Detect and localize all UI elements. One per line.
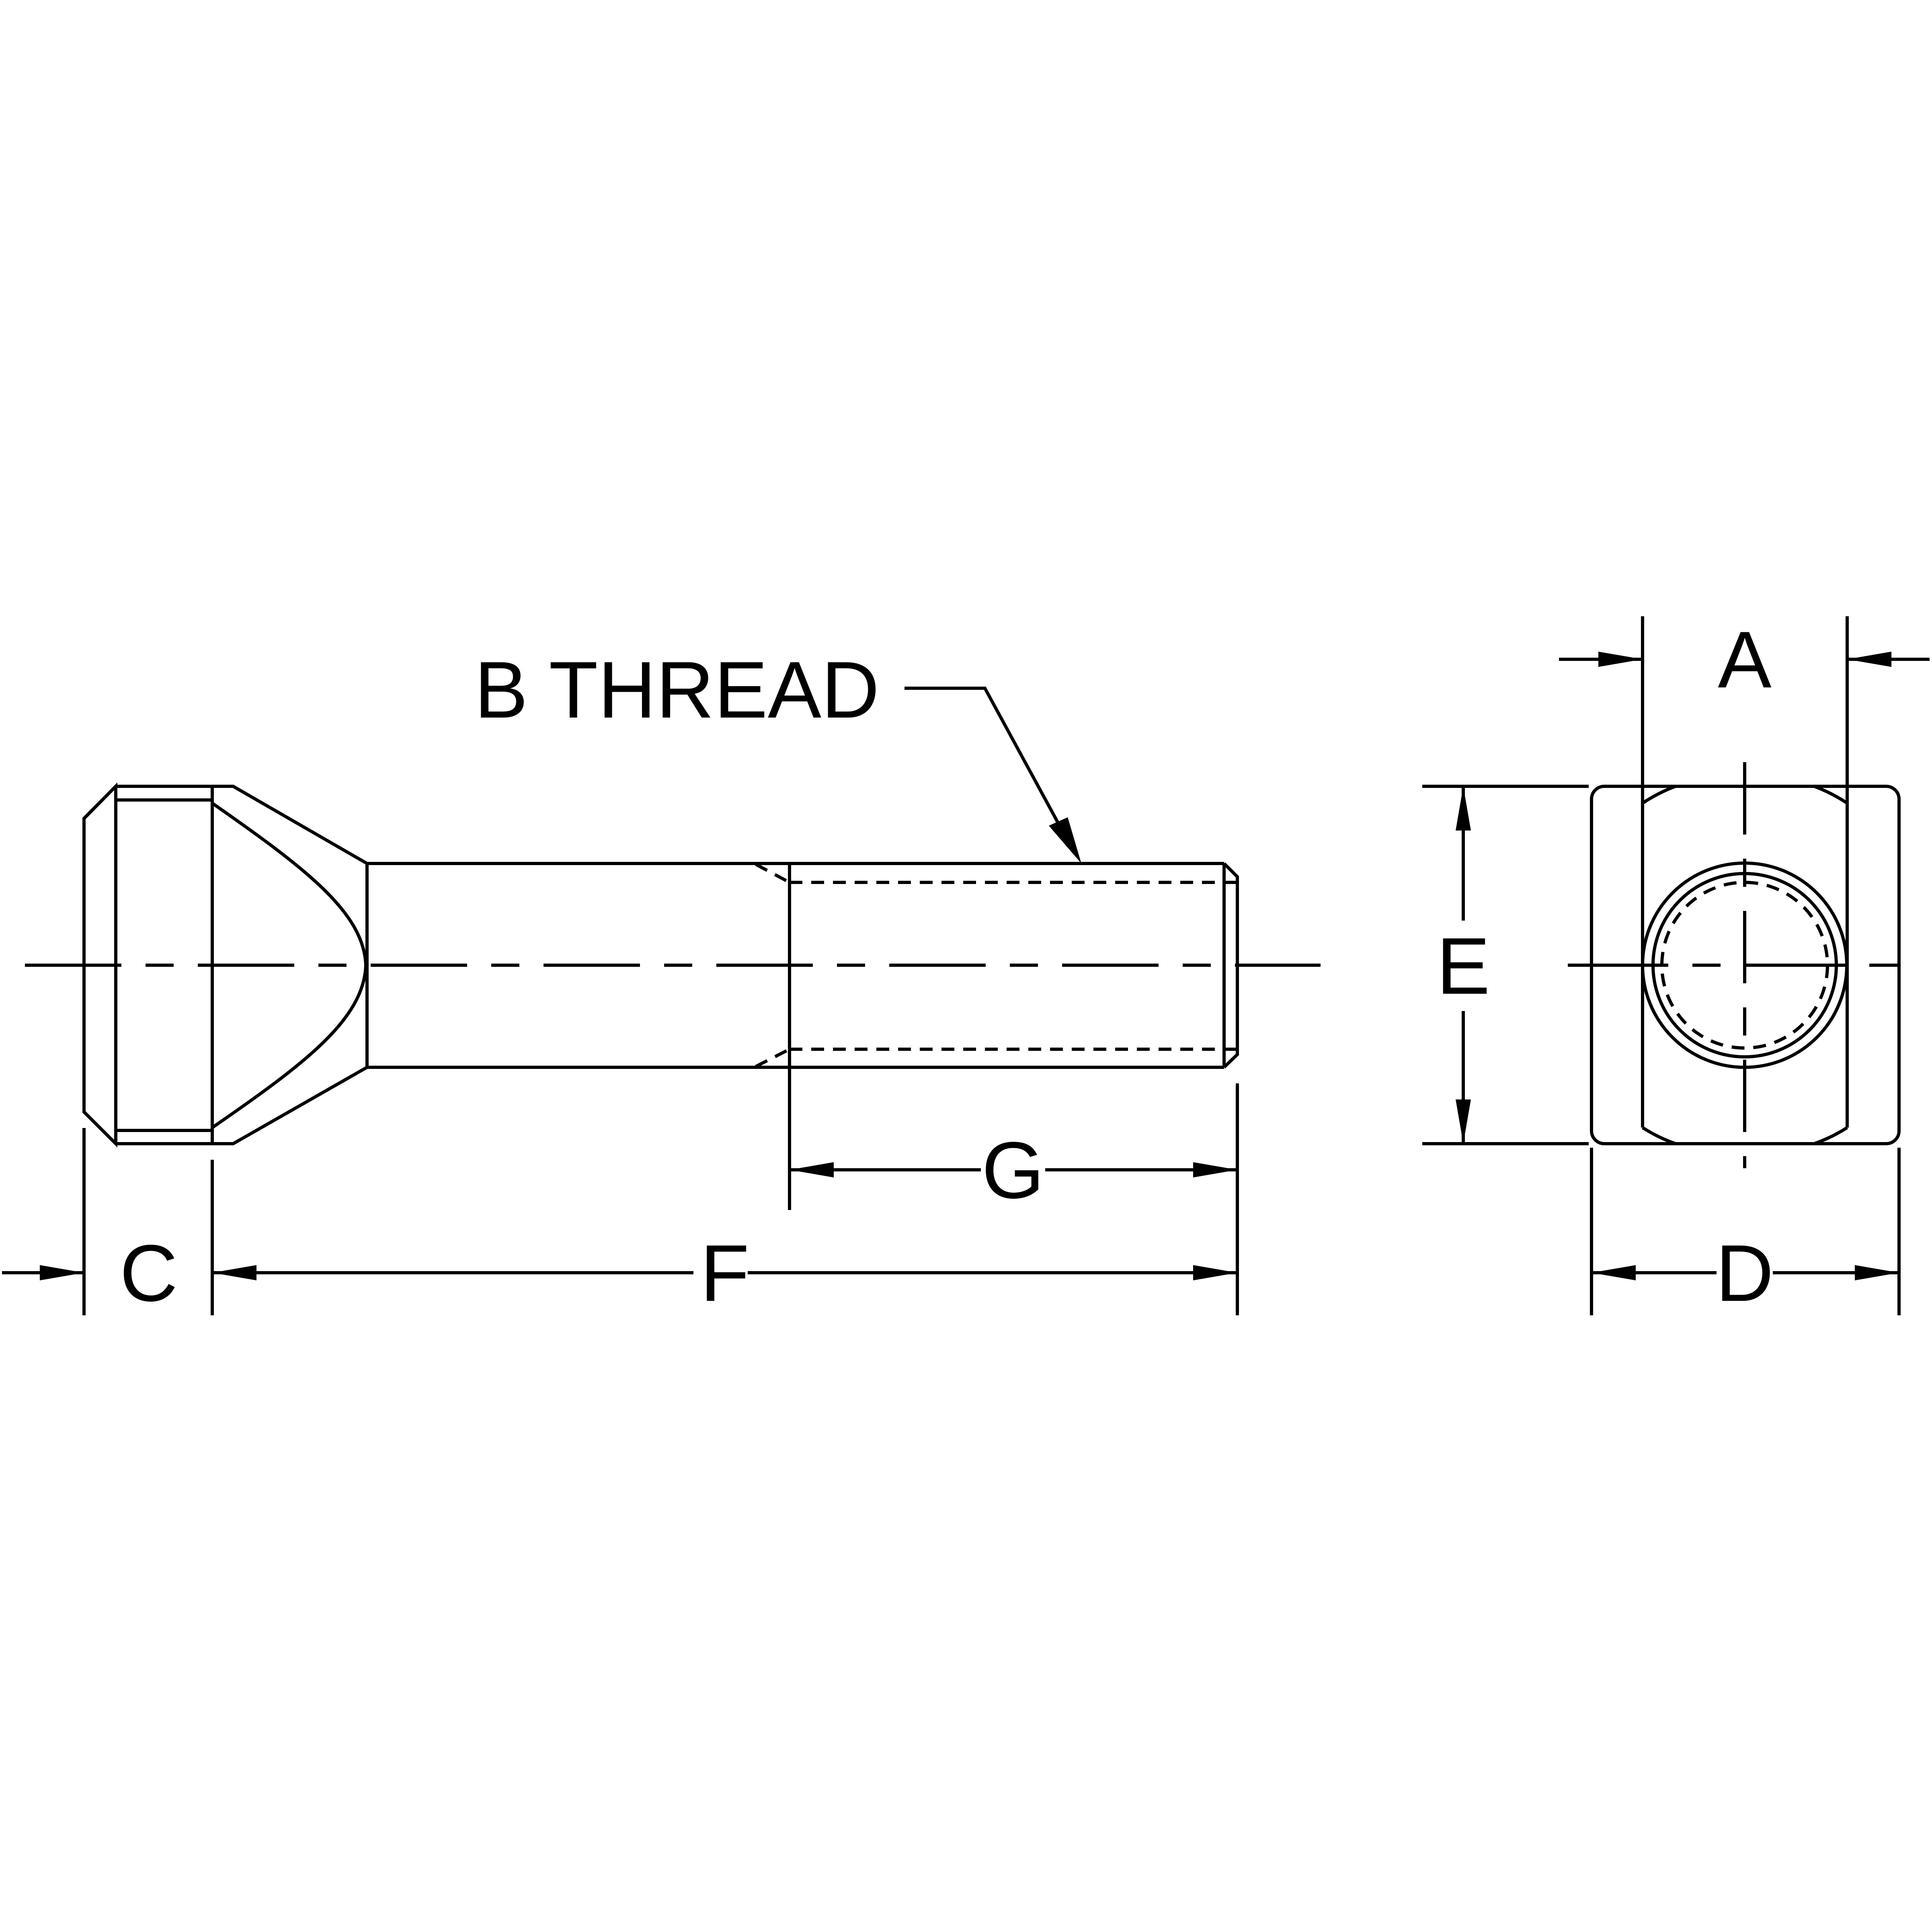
dimension-a: A [1559, 615, 1930, 800]
side-view [25, 782, 1321, 1210]
thread-callout: B THREAD [474, 645, 1081, 863]
label-g: G [982, 1126, 1044, 1215]
dimension-d: D [1590, 1148, 1901, 1318]
dimension-e: E [1422, 785, 1589, 1145]
dimension-f: F [211, 1083, 1239, 1318]
dimension-g: G [790, 1126, 1237, 1215]
end-view [1568, 762, 1922, 1168]
dimension-c: C [2, 1128, 178, 1318]
thread-leader-arrowhead [1049, 817, 1081, 863]
label-d: D [1716, 1229, 1774, 1318]
label-e: E [1436, 921, 1490, 1011]
thread-lines [755, 863, 1237, 1068]
thread-label: B THREAD [474, 645, 880, 735]
bolt-shank [367, 862, 1239, 1210]
label-a: A [1718, 615, 1772, 705]
label-c: C [120, 1229, 178, 1318]
label-f: F [700, 1229, 749, 1318]
